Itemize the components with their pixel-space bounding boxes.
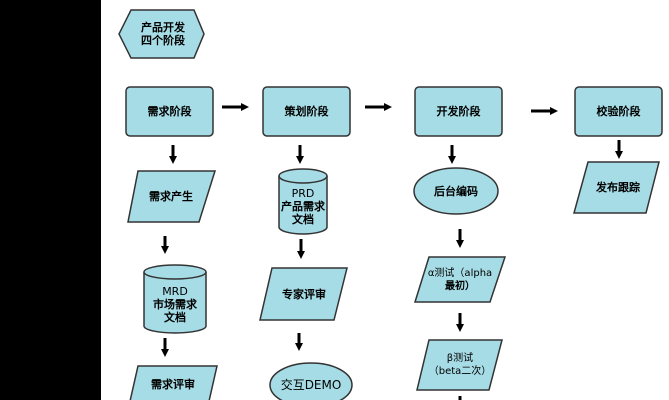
release-label: 发布跟踪 <box>596 181 640 194</box>
mrd-label: MRD 市场需求 文档 <box>144 280 206 328</box>
req-review-label: 需求评审 <box>151 377 195 391</box>
demo-label: 交互DEMO <box>280 377 342 392</box>
prd-line-2: 产品需求 <box>281 199 325 213</box>
title-line-2: 四个阶段 <box>141 34 185 47</box>
phase-box-verification <box>574 86 663 137</box>
alpha-test-label: α测试（alpha 最初） <box>417 260 503 300</box>
release-parallelogram <box>573 161 660 214</box>
backend-ellipse <box>413 167 499 215</box>
phase-label-development: 开发阶段 <box>436 105 481 118</box>
flowchart-canvas: 产品开发 四个阶段 需求阶段 策划阶段 开发阶段 校验阶段 需求产生 MRD 市… <box>101 0 669 400</box>
title-line-1: 产品开发 <box>141 21 185 34</box>
phase-label-planning: 策划阶段 <box>284 105 329 118</box>
phase-label-requirements: 需求阶段 <box>147 105 192 118</box>
mrd-line-3: 文档 <box>164 310 186 324</box>
mrd-cylinder <box>143 272 207 334</box>
prd-line-1: PRD <box>291 186 315 200</box>
phase-box-development <box>414 86 503 137</box>
mrd-cylinder-top <box>143 264 207 280</box>
beta-test-parallelogram <box>416 339 503 391</box>
req-review-parallelogram <box>129 365 218 400</box>
title-label: 产品开发 四个阶段 <box>125 14 201 54</box>
backend-label: 后台编码 <box>434 184 478 198</box>
beta-test-label: β测试 （beta二次） <box>419 345 501 385</box>
phase-label-verification: 校验阶段 <box>596 105 641 118</box>
alpha-line-2: 最初） <box>445 281 475 292</box>
phase-box-planning <box>262 86 351 137</box>
beta-line-2: （beta二次） <box>428 366 492 377</box>
req-generate-parallelogram <box>127 170 217 223</box>
mrd-line-1: MRD <box>162 284 188 298</box>
alpha-test-parallelogram <box>413 256 507 303</box>
demo-ellipse <box>269 362 353 400</box>
expert-review-parallelogram <box>259 267 348 321</box>
prd-cylinder-top <box>278 168 328 184</box>
alpha-line-1: α测试（alpha <box>427 268 493 279</box>
expert-review-label: 专家评审 <box>282 287 326 301</box>
req-generate-label: 需求产生 <box>149 190 193 203</box>
prd-line-3: 文档 <box>292 212 314 226</box>
prd-label: PRD 产品需求 文档 <box>279 184 327 228</box>
flowchart-shapes <box>118 9 663 400</box>
beta-line-1: β测试 <box>446 353 474 364</box>
prd-cylinder <box>278 176 328 235</box>
phase-box-requirements <box>125 86 214 137</box>
mrd-line-2: 市场需求 <box>153 297 197 311</box>
title-hexagon <box>118 9 205 59</box>
